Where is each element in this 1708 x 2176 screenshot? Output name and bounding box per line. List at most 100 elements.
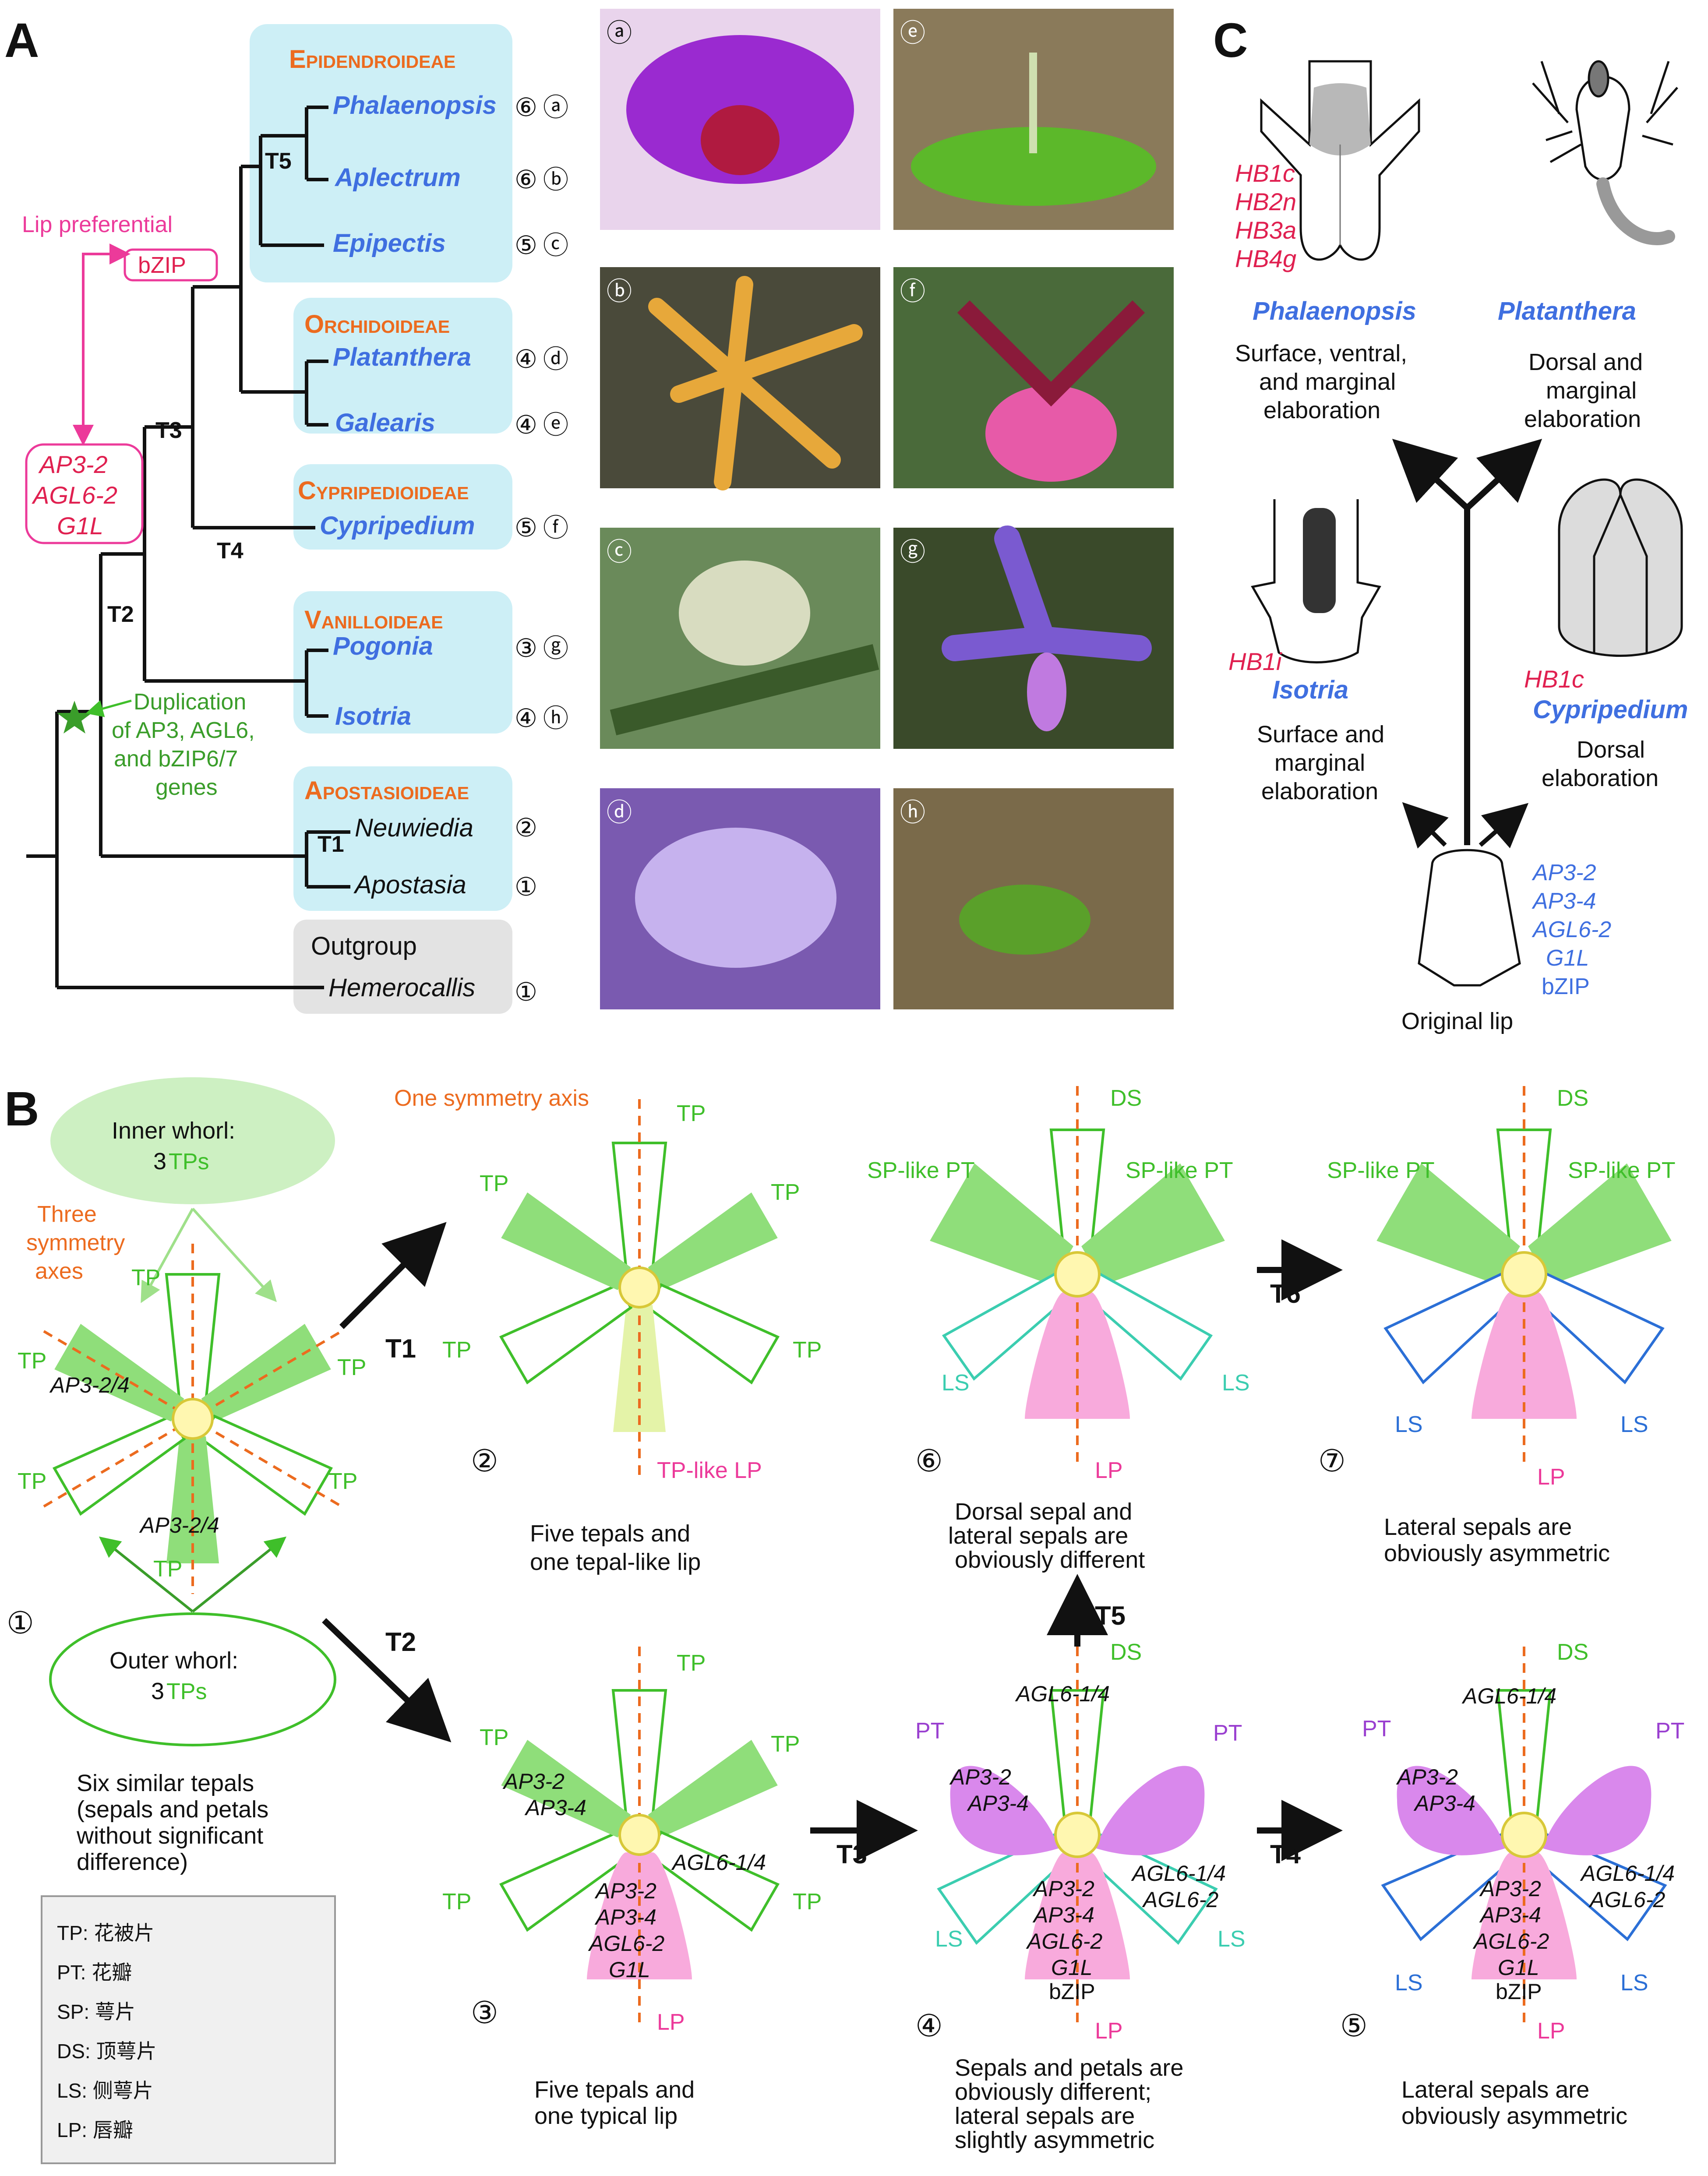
subfamily-vanilloideae: Vanilloideae	[304, 606, 443, 634]
s5-pt-left: PT	[1362, 1716, 1391, 1742]
legend-item-pt: PT: 花瓣	[57, 1961, 132, 1984]
duplication-line-2: of AP3, AGL6,	[112, 718, 255, 743]
s5-ls-right: LS	[1620, 1970, 1648, 1996]
s6-sp-like-left: SP-like PT	[867, 1158, 975, 1183]
svg-text:①: ①	[515, 978, 537, 1006]
svg-text:ⓗ: ⓗ	[900, 798, 925, 827]
inner-whorl-ellipse	[50, 1077, 335, 1204]
s5-gene-ap3-4: AP3-4	[1479, 1903, 1541, 1927]
cap1-line-1: Six similar tepals	[77, 1770, 254, 1796]
s3-tp-ll: TP	[442, 1889, 471, 1915]
iso-gene: HB1i	[1228, 648, 1282, 675]
step-t6: T6	[1270, 1279, 1301, 1308]
node-t5: T5	[265, 148, 292, 174]
s5-lp: LP	[1537, 2018, 1565, 2044]
stage-num-4: ④	[915, 2009, 943, 2043]
cap6-line-3: obviously different	[955, 1547, 1145, 1573]
s3-gene-ap3-2: AP3-2	[594, 1879, 656, 1903]
outer-whorl-line-1: Outer whorl:	[109, 1647, 238, 1674]
platanthera-lip-drawing	[1532, 60, 1678, 245]
orig-gene-bzip: bZIP	[1542, 974, 1590, 999]
cap5-line-2: obviously asymmetric	[1401, 2103, 1627, 2129]
s7-lp: LP	[1537, 1464, 1565, 1490]
cap4-line-3: lateral sepals are	[955, 2103, 1135, 2129]
iso-cap-1: Surface and	[1257, 721, 1384, 748]
orig-gene-2: AP3-4	[1532, 889, 1596, 914]
outer-whorl-tps: TPs	[166, 1679, 207, 1704]
subfamily-boxes	[250, 24, 512, 1014]
s4-gene-ap3-2-pt: AP3-2	[949, 1765, 1011, 1789]
cap1-line-3: without significant	[76, 1823, 263, 1849]
s6-sp-like-right: SP-like PT	[1126, 1158, 1233, 1183]
taxon-pogonia: Pogonia	[333, 632, 433, 660]
s3-tp-ur: TP	[771, 1732, 800, 1757]
subfamily-cypripedioideae: Cypripedioideae	[298, 476, 469, 505]
s4-gene-agl6-2-ls: AGL6-2	[1142, 1887, 1219, 1912]
cap3-line-1: Five tepals and	[534, 2077, 695, 2103]
stage-num-1: ①	[7, 1606, 34, 1640]
plat-name: Platanthera	[1498, 297, 1636, 325]
svg-text:ⓒ: ⓒ	[607, 538, 632, 566]
phalaenopsis-lip-drawing	[1260, 60, 1420, 261]
orig-lip-caption: Original lip	[1401, 1008, 1513, 1034]
legend-item-ds: DS: 顶萼片	[57, 2040, 156, 2063]
node-t3: T3	[155, 418, 182, 443]
svg-text:⑤: ⑤	[515, 231, 537, 260]
red-gene-ap3-2: AP3-2	[38, 451, 108, 478]
s4-ls-left: LS	[935, 1926, 963, 1952]
step-t5: T5	[1095, 1601, 1126, 1630]
stage-num-5: ⑤	[1340, 2009, 1368, 2043]
iso-cap-3: elaboration	[1261, 778, 1378, 804]
flower-stage-6	[930, 1086, 1225, 1463]
s3-gene-ap3-4: AP3-4	[594, 1905, 656, 1929]
inner-whorl-tps: TPs	[169, 1149, 209, 1174]
taxon-galearis: Galearis	[335, 409, 435, 437]
taxon-platanthera: Platanthera	[333, 343, 471, 371]
step-t1: T1	[385, 1334, 416, 1363]
cap4-line-2: obviously different;	[955, 2079, 1151, 2105]
s7-ls-right: LS	[1620, 1412, 1648, 1437]
flower-stage-7	[1376, 1086, 1672, 1463]
svg-text:④: ④	[515, 704, 537, 733]
cap7-line-1: Lateral sepals are	[1384, 1514, 1572, 1540]
stage-num-2: ②	[471, 1444, 498, 1478]
s5-ds: DS	[1557, 1640, 1588, 1665]
photo-grid: ⓐ ⓔ ⓑ ⓕ ⓒ ⓖ ⓓ ⓗ	[600, 9, 1174, 1009]
bzip-box-label: bZIP	[138, 253, 186, 278]
outer-whorl-ellipse	[49, 1612, 336, 1746]
taxa-stage-numbers: ⑥ ⓐ ⑥ ⓑ ⑤ ⓒ ④ ⓓ ④ ⓔ ⑤ ⓕ ③ ⓖ ④ ⓗ ② ① ①	[515, 93, 568, 1006]
step-t4: T4	[1270, 1840, 1301, 1869]
cap1-line-4: difference)	[77, 1849, 188, 1875]
step-t2: T2	[385, 1627, 416, 1657]
taxon-cypripedium: Cypripedium	[320, 511, 475, 540]
s1-tp-lr: TP	[328, 1469, 357, 1494]
svg-text:ⓕ: ⓕ	[543, 514, 568, 542]
s2-tp-ul: TP	[480, 1171, 508, 1196]
s3-gene-ap3-4-upper: AP3-4	[524, 1795, 586, 1820]
duplication-line-1: Duplication	[134, 689, 246, 715]
taxon-neuwiedia: Neuwiedia	[355, 814, 473, 842]
svg-text:①: ①	[515, 873, 537, 901]
svg-text:ⓑ: ⓑ	[607, 277, 632, 306]
svg-text:ⓖ: ⓖ	[543, 634, 568, 663]
s3-tp-top: TP	[677, 1651, 706, 1676]
legend-item-ls: LS: 侧萼片	[57, 2079, 153, 2102]
legend-item-tp: TP: 花被片	[57, 1922, 154, 1944]
svg-text:ⓔ: ⓔ	[900, 19, 925, 47]
flower-stage-1	[43, 1244, 342, 1594]
lip-preferential-label: Lip preferential	[22, 212, 173, 237]
s3-gene-ap3-2-upper: AP3-2	[502, 1769, 565, 1794]
s7-sp-like-right: SP-like PT	[1568, 1158, 1676, 1183]
s2-tp-lr: TP	[793, 1337, 822, 1363]
iso-name: Isotria	[1272, 676, 1348, 704]
svg-text:ⓔ: ⓔ	[543, 411, 568, 439]
panel-letter-c: C	[1213, 14, 1248, 67]
flower-stage-2	[499, 1099, 780, 1476]
s3-tp-ul: TP	[480, 1725, 508, 1750]
red-gene-box	[25, 443, 144, 544]
step-t3: T3	[836, 1840, 867, 1869]
s4-lp: LP	[1095, 2018, 1123, 2044]
panel-letter-a: A	[4, 14, 39, 67]
s4-pt-left: PT	[915, 1718, 944, 1744]
s3-lp: LP	[657, 2010, 685, 2035]
